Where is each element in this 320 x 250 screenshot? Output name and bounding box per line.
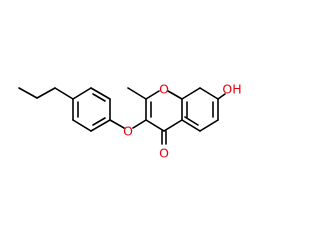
bond — [199, 119, 219, 132]
bond — [72, 119, 92, 132]
ring-oxygen-label: O — [159, 82, 169, 97]
bond — [181, 87, 201, 100]
carbonyl-oxygen-label: O — [159, 146, 169, 161]
bond — [132, 119, 147, 129]
bond — [199, 87, 219, 100]
benzo-ring — [181, 87, 226, 132]
bond — [163, 119, 183, 132]
bond — [90, 87, 111, 100]
bond — [18, 87, 38, 99]
bond — [36, 87, 56, 99]
bond — [54, 87, 74, 100]
methyl-bond — [127, 87, 147, 100]
propyl-chain — [18, 87, 74, 100]
hydroxyl-label: OH — [222, 82, 241, 97]
pyranone-ring — [127, 87, 183, 145]
double-bond-inner — [184, 116, 199, 126]
double-bond-inner — [92, 93, 106, 102]
chemical-structure: O O O OH — [18, 82, 242, 161]
phenyl-ring — [72, 87, 111, 132]
bond — [167, 90, 183, 100]
bond — [109, 119, 125, 129]
bond — [72, 87, 92, 100]
bond — [90, 119, 111, 132]
hydroxyl-bond — [217, 93, 226, 100]
bond — [181, 119, 201, 132]
bond — [145, 90, 160, 100]
ether-linkage — [109, 119, 147, 129]
double-bond-inner — [92, 117, 106, 126]
bond — [145, 119, 165, 132]
ether-oxygen-label: O — [123, 124, 133, 139]
